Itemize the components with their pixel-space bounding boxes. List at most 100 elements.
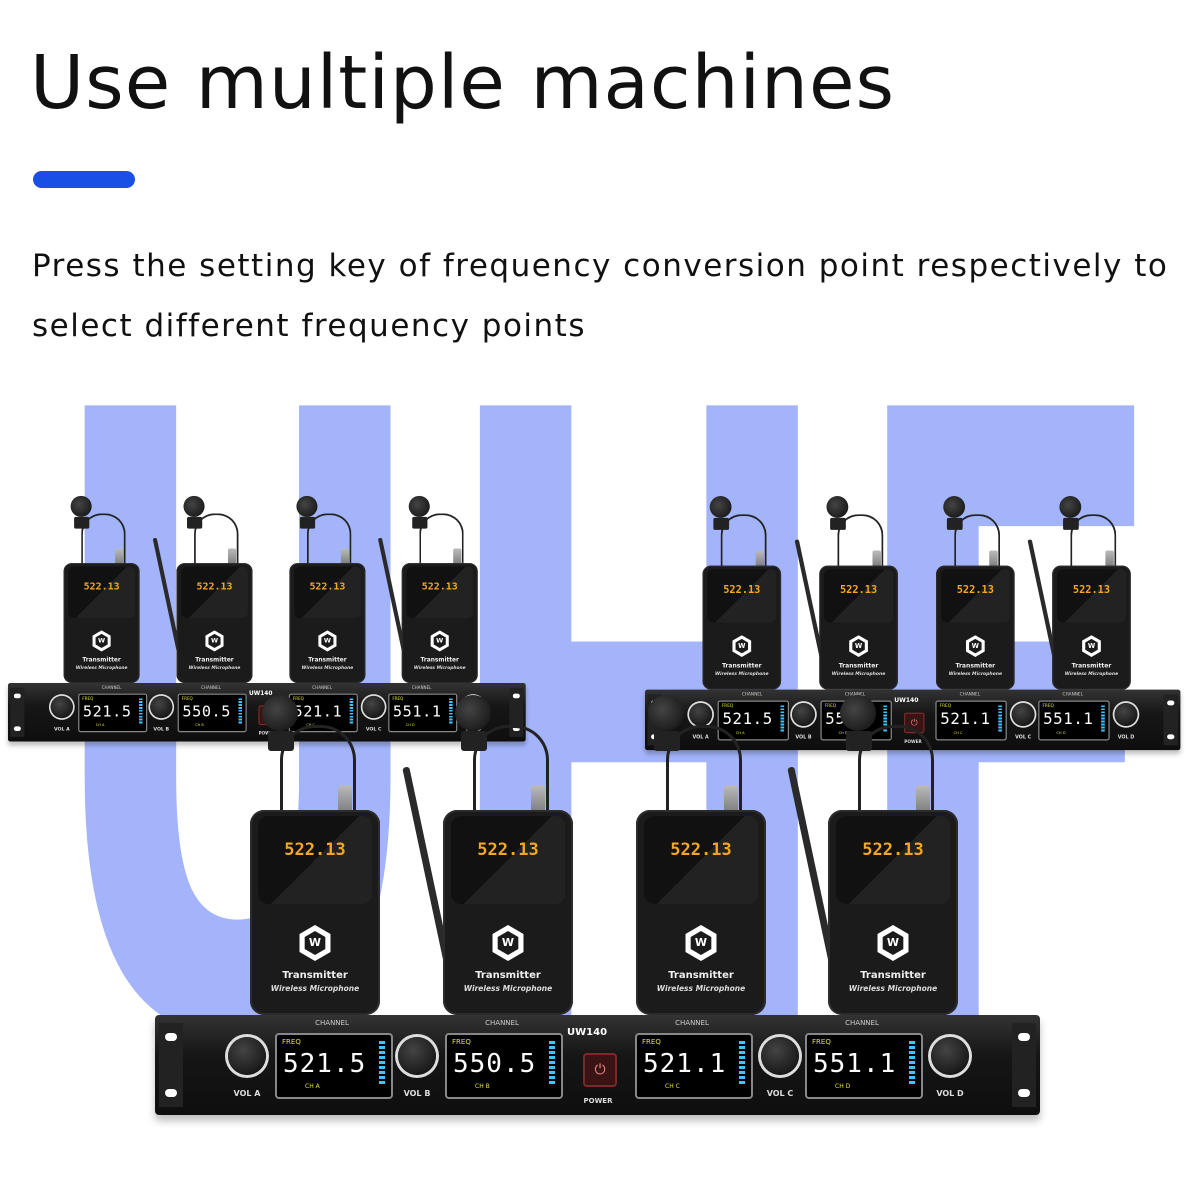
lapel-mic-icon <box>709 496 732 518</box>
volume-label: VOL D <box>936 1089 964 1098</box>
transmitter: 522.13 W Transmitter Wireless Microphone <box>63 490 140 684</box>
transmitter: 522.13 W Transmitter Wireless Microphone <box>787 685 958 1015</box>
volume-label: VOL C <box>766 1089 794 1098</box>
volume-knob[interactable] <box>228 1037 266 1075</box>
transmitter-screen: 522.13 <box>406 566 474 619</box>
channel-name: CH D <box>405 722 415 727</box>
rack-ear-left <box>10 687 25 737</box>
connector <box>872 550 881 569</box>
volume-knob[interactable] <box>150 695 173 719</box>
frequency-value: 521.5 <box>82 702 132 721</box>
transmitter-body: 522.13 W Transmitter Wireless Microphone <box>702 565 782 690</box>
brand-mark: W <box>433 633 446 648</box>
signal-meter <box>238 698 242 724</box>
freq-label: FREQ <box>642 1038 661 1046</box>
transmitter-display: 522.13 <box>83 580 120 593</box>
signal-meter <box>449 698 453 724</box>
signal-meter <box>780 705 785 732</box>
volume-knob[interactable] <box>761 1037 799 1075</box>
transmitter-label: Transmitter <box>420 656 459 664</box>
volume-label: VOL D <box>1117 734 1135 740</box>
freq-label: FREQ <box>721 703 734 709</box>
signal-meter <box>883 705 887 732</box>
mic-cable <box>858 725 934 848</box>
transmitter-body: 522.13 W Transmitter Wireless Microphone <box>401 563 478 684</box>
channel-display: FREQ 551.1 CH D <box>805 1033 923 1099</box>
model-label: UW140 <box>567 1027 608 1038</box>
volume-knob[interactable] <box>50 695 73 719</box>
channel-name: CH D <box>1056 730 1066 736</box>
transmitter-body: 522.13 W Transmitter Wireless Microphone <box>63 563 140 684</box>
transmitter-body: 522.13 W Transmitter Wireless Microphone <box>936 565 1015 690</box>
model-label: UW140 <box>894 696 919 704</box>
transmitter-screen: 522.13 <box>707 569 777 623</box>
brand-logo-icon: W <box>299 925 331 961</box>
transmitter-screen: 522.13 <box>181 566 248 619</box>
channel-display: FREQ 521.1 CH C <box>935 700 1007 741</box>
volume-knob[interactable] <box>792 702 816 726</box>
rack-ear-right <box>1163 694 1179 746</box>
transmitter: 522.13 W Transmitter Wireless Microphone <box>702 490 782 690</box>
mic-clip <box>1063 517 1079 530</box>
signal-meter <box>998 705 1002 732</box>
frequency-value: 521.5 <box>283 1049 367 1079</box>
volume-label: VOL A <box>233 1089 261 1098</box>
transmitter-label: Transmitter <box>955 662 996 670</box>
signal-meter <box>549 1041 555 1085</box>
volume-knob[interactable] <box>1011 702 1035 726</box>
channel-name: CH B <box>475 1083 490 1090</box>
frequency-value: 521.1 <box>293 702 343 721</box>
volume-knob[interactable] <box>689 702 713 726</box>
transmitter-display: 522.13 <box>723 583 761 596</box>
transmitter-sublabel: Wireless Microphone <box>848 984 938 993</box>
connector <box>989 550 998 569</box>
transmitter-label: Transmitter <box>721 662 762 670</box>
volume-knob[interactable] <box>398 1037 436 1075</box>
channel-display: FREQ 521.1 CH C <box>635 1033 753 1099</box>
channel-label: CHANNEL <box>315 1019 349 1027</box>
transmitter-display: 522.13 <box>196 580 233 593</box>
transmitter: 522.13 W Transmitter Wireless Microphone <box>1027 490 1131 690</box>
transmitter-body: 522.13 W Transmitter Wireless Microphone <box>443 810 573 1015</box>
transmitter-screen: 522.13 <box>451 816 565 904</box>
volume-knob[interactable] <box>1114 702 1138 726</box>
transmitter-label: Transmitter <box>838 662 879 670</box>
mic-clip <box>946 517 963 530</box>
channel-label: CHANNEL <box>1062 692 1083 697</box>
channel-name: CH A <box>735 730 745 736</box>
connector <box>227 548 237 567</box>
transmitter-display: 522.13 <box>839 583 878 596</box>
transmitter: 522.13 W Transmitter Wireless Microphone <box>402 685 573 1015</box>
freq-label: FREQ <box>939 703 952 709</box>
signal-meter <box>909 1041 915 1085</box>
signal-meter <box>139 698 143 724</box>
signal-meter <box>379 1041 385 1085</box>
channel-display: FREQ 521.5 CH A <box>78 693 148 733</box>
power-button[interactable]: ⏻ <box>583 1053 617 1087</box>
transmitter-sublabel: Wireless Microphone <box>831 670 886 677</box>
transmitter-sublabel: Wireless Microphone <box>656 984 746 993</box>
volume-knob[interactable] <box>931 1037 969 1075</box>
channel-name: CH B <box>195 722 204 727</box>
freq-label: FREQ <box>452 1038 471 1046</box>
mic-clip <box>654 731 680 751</box>
transmitter-body: 522.13 W Transmitter Wireless Microphone <box>636 810 766 1015</box>
transmitter-screen: 522.13 <box>1057 569 1126 623</box>
description: Press the setting key of frequency conve… <box>32 248 1169 344</box>
transmitter-label: Transmitter <box>475 970 541 981</box>
signal-meter <box>739 1041 745 1085</box>
lapel-mic-icon <box>183 495 205 517</box>
channel-name: CH C <box>953 730 963 736</box>
transmitter-sublabel: Wireless Microphone <box>413 664 466 671</box>
brand-logo-icon: W <box>732 635 752 657</box>
volume-label: VOL C <box>365 726 382 732</box>
channel-label: CHANNEL <box>819 692 892 697</box>
volume-knob[interactable] <box>362 695 385 719</box>
volume-label: VOL B <box>403 1089 431 1098</box>
brand-logo-icon: W <box>430 630 449 652</box>
mic-clip <box>713 517 730 530</box>
transmitter-label: Transmitter <box>308 656 347 664</box>
transmitter-display: 522.13 <box>670 840 732 860</box>
mic-clip <box>461 731 487 751</box>
transmitter-sublabel: Wireless Microphone <box>301 664 354 671</box>
